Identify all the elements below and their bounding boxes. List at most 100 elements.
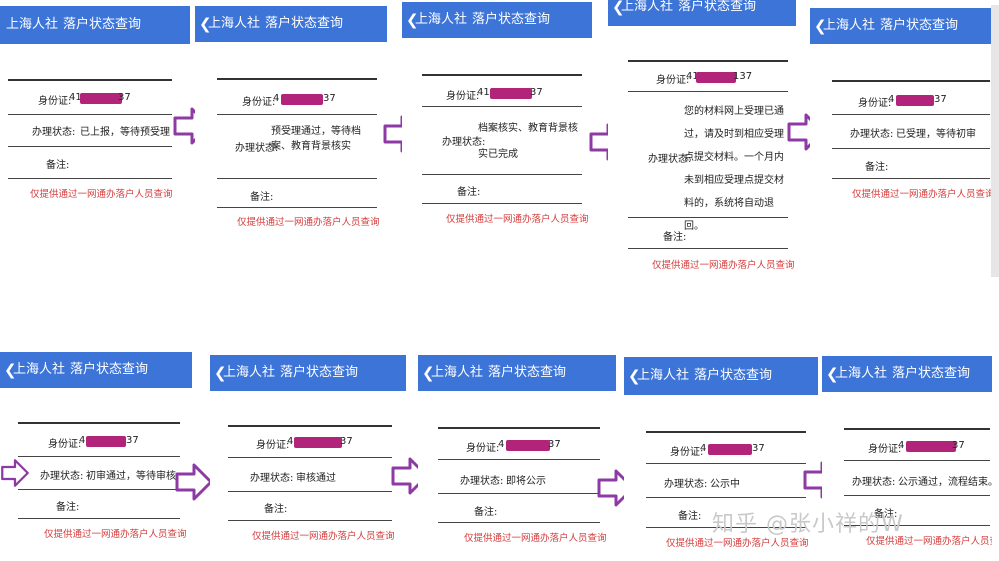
status-label: 办理状态: <box>852 477 896 488</box>
divider <box>844 428 990 430</box>
divider <box>422 203 582 204</box>
remark-label: 备注: <box>457 187 481 198</box>
back-icon[interactable]: ❮ <box>199 15 212 33</box>
back-icon[interactable]: ❮ <box>814 17 827 35</box>
app-header: ❮ 上海人社 落户状态查询 <box>418 355 616 391</box>
status-label: 办理状态: <box>664 479 708 490</box>
divider <box>217 178 377 179</box>
divider <box>18 456 180 457</box>
status-label: 办理状态: <box>32 127 76 138</box>
back-icon[interactable]: ❮ <box>612 0 625 16</box>
id-label: 身份证: <box>466 443 500 454</box>
remark-label: 备注: <box>865 162 889 173</box>
id-prefix: 4 <box>700 443 707 454</box>
back-icon[interactable]: ❮ <box>628 367 641 385</box>
app-name: 上海人社 <box>835 366 888 381</box>
id-redaction <box>708 444 752 455</box>
app-name: 上海人社 <box>621 0 674 14</box>
page-title: 落户状态查询 <box>694 368 773 383</box>
remark-label: 备注: <box>46 160 70 171</box>
divider <box>844 460 990 461</box>
divider <box>8 146 172 147</box>
status-value: 已上报，等待预受理 <box>80 127 170 138</box>
id-prefix: 41 <box>477 87 490 98</box>
id-prefix: 4 <box>79 435 86 446</box>
status-screen-1: 上海人社 落户状态查询 身份证: 41 37 办理状态: 已上报，等待预受理 备… <box>0 6 190 232</box>
divider <box>844 525 990 526</box>
remark-label: 备注: <box>264 504 288 515</box>
id-prefix: 41 <box>69 92 82 103</box>
status-screen-9: ❮ 上海人社 落户状态查询 身份证: 4 37 办理状态: 公示中 备注: 仅提… <box>624 357 818 557</box>
id-redaction <box>896 95 934 106</box>
id-prefix: 41 <box>686 71 699 82</box>
watermark: 知乎 @张小祥的W <box>712 512 904 537</box>
divider <box>18 422 180 424</box>
id-prefix: 4 <box>273 93 280 104</box>
remark-label: 备注: <box>663 232 687 243</box>
divider <box>18 489 180 490</box>
back-icon[interactable]: ❮ <box>422 364 435 382</box>
query-note: 仅提供通过一网通办落户人员查询 <box>866 536 992 547</box>
id-suffix: 37 <box>323 93 336 104</box>
divider <box>8 79 172 81</box>
status-value: 审核通过 <box>296 473 336 484</box>
divider <box>438 522 600 523</box>
back-icon[interactable]: ❮ <box>4 361 17 379</box>
divider <box>628 60 788 62</box>
query-note: 仅提供通过一网通办落户人员查询 <box>652 260 795 271</box>
app-header: ❮ 上海人社 落户状态查询 <box>0 352 192 388</box>
id-suffix: 37 <box>530 87 543 98</box>
id-redaction <box>294 437 342 448</box>
divider <box>832 114 990 115</box>
back-icon[interactable]: ❮ <box>826 365 839 383</box>
divider <box>228 457 392 458</box>
status-label: 办理状态: <box>648 154 692 165</box>
divider <box>422 174 582 175</box>
status-screen-10: ❮ 上海人社 落户状态查询 身份证: 4 37 办理状态: 公示通过，流程结束。… <box>822 356 992 557</box>
id-label: 身份证: <box>38 96 72 107</box>
id-redaction <box>906 441 956 452</box>
page-title: 落户状态查询 <box>880 18 959 33</box>
id-prefix: 4 <box>888 94 895 105</box>
back-icon[interactable]: ❮ <box>214 364 227 382</box>
divider <box>422 106 582 107</box>
status-screen-8: ❮ 上海人社 落户状态查询 身份证: 4 37 办理状态: 即将公示 备注: 仅… <box>418 355 616 557</box>
app-header: ❮ 上海人社 落户状态查询 <box>210 355 406 391</box>
divider <box>646 497 806 498</box>
query-note: 仅提供通过一网通办落户人员查询 <box>44 529 187 540</box>
id-suffix: 37 <box>548 439 561 450</box>
app-name: 上海人社 <box>223 365 276 380</box>
divider <box>628 217 788 218</box>
id-label: 身份证: <box>858 98 892 109</box>
status-screen-2: ❮ 上海人社 落户状态查询 身份证: 4 37 办理状态: 预受理通过，等待档案… <box>195 6 387 242</box>
status-screen-4: ❮ 上海人社 落户状态查询 身份证: 41 137 办理状态: 您的材料网上受理… <box>608 0 796 278</box>
divider <box>646 431 806 433</box>
divider <box>422 74 582 76</box>
app-header: ❮ 上海人社 落户状态查询 <box>624 357 818 395</box>
status-label: 办理状态: <box>850 129 894 140</box>
arrow-right-icon <box>175 463 213 501</box>
app-name: 上海人社 <box>208 16 261 31</box>
remark-label: 备注: <box>474 507 498 518</box>
status-label: 办理状态: <box>250 473 294 484</box>
app-name: 上海人社 <box>431 365 484 380</box>
id-label: 身份证: <box>242 97 276 108</box>
page-title: 落户状态查询 <box>892 366 971 381</box>
id-label: 身份证: <box>656 75 690 86</box>
divider <box>438 493 600 494</box>
divider <box>832 178 990 179</box>
app-header: ❮ 上海人社 落户状态查询 <box>608 0 796 26</box>
id-label: 身份证: <box>256 440 290 451</box>
divider <box>217 114 377 115</box>
remark-label: 备注: <box>874 509 898 520</box>
id-prefix: 4 <box>498 439 505 450</box>
back-icon[interactable]: ❮ <box>406 11 419 29</box>
app-name: 上海人社 <box>6 17 59 32</box>
divider <box>8 178 172 179</box>
remark-label: 备注: <box>678 511 702 522</box>
status-label: 办理状态: <box>460 476 504 487</box>
page-title: 落户状态查询 <box>472 12 551 27</box>
divider <box>832 80 990 82</box>
status-value: 公示通过，流程结束。 <box>898 477 992 488</box>
divider <box>217 207 377 208</box>
